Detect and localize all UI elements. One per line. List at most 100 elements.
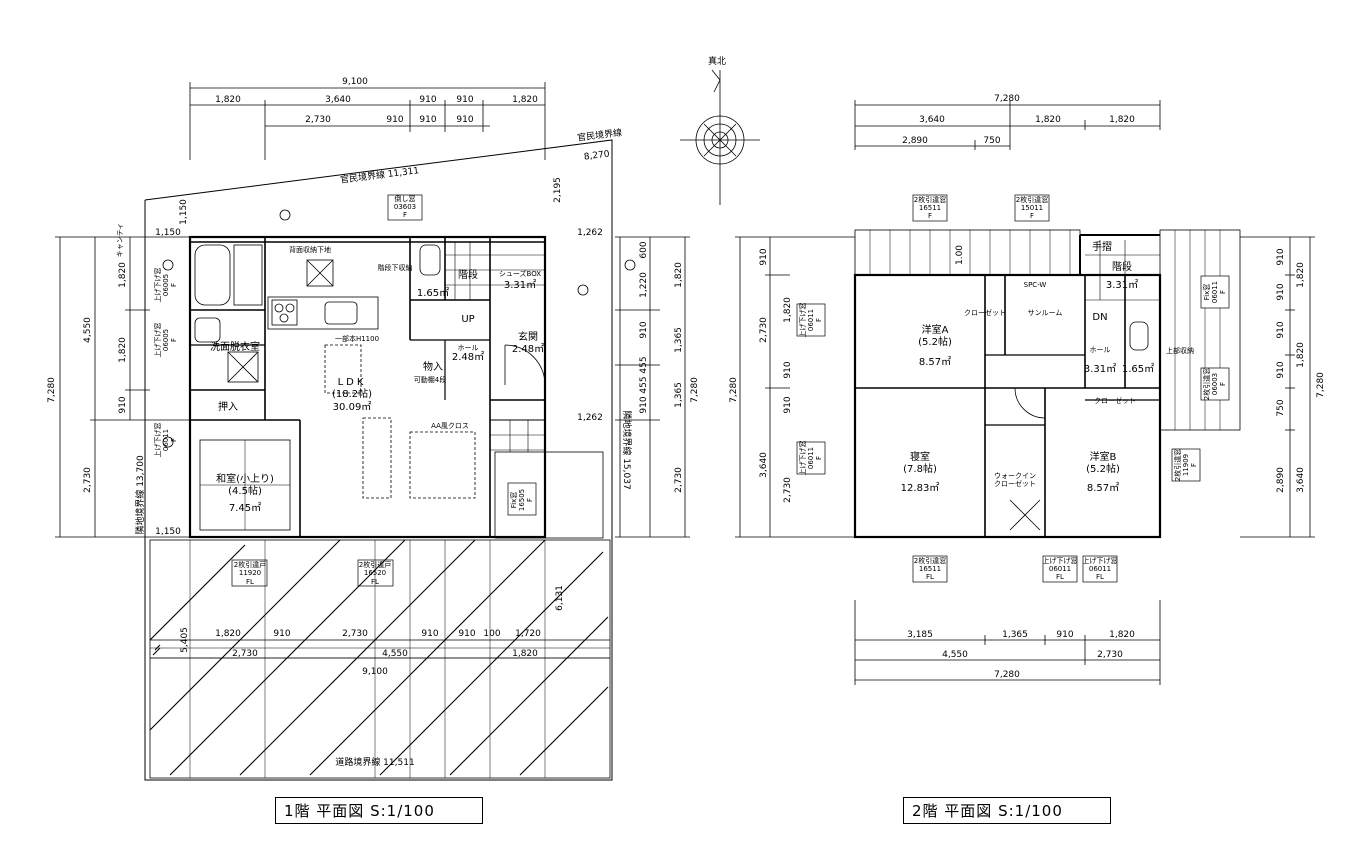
f2-window-9-name: 上げ下げ窓 [1083,556,1118,565]
f1-room-entry-area: 2.48㎡ [512,343,544,355]
dining-table-2 [362,417,392,499]
f1-dim-left-inner-3: 910 [118,396,128,413]
f1-dim-bottom-4: 910 [421,629,438,639]
f1-dim-right-misc-1: 1,262 [577,228,603,238]
f2-dim-left-mid-2: 3,640 [759,452,769,478]
f2-dim-right-mid-3: 3,640 [1296,467,1306,493]
f1-dim-bottom-1: 1,820 [215,629,241,639]
f2-window-8-name: 上げ下げ窓 [1043,556,1078,565]
floor2-toilet [1129,321,1149,351]
f2-window-7-name: 2枚引違窓 [914,556,946,565]
f2-window-0-grade: F [928,212,932,220]
f2-upper-storage: 上部収納 [1166,346,1194,355]
f1-window-0-name: 倒し窓 [395,194,416,203]
f2-room-westB-size: (5.2帖) [1086,462,1120,475]
f2-room-hall-area: 3.31㎡ [1084,363,1116,375]
f1-dim-bottom-total: 9,100 [362,667,388,677]
f1-dim-bottom-2: 910 [273,629,290,639]
f2-window-8-code: 06011 [1049,565,1071,573]
floor1-labels: 9,100 1,820 3,640 910 910 1,820 2,730 91… [47,77,700,768]
f2-room-bedroom-size: (7.8帖) [903,462,937,475]
f2-dim-right-inner-2: 910 [1276,283,1286,300]
f2-room-toilet-area: 1.65㎡ [1122,363,1154,375]
sink [324,301,358,325]
f2-dim-left-inner-5: 2,730 [783,477,793,503]
f2-room-spc: SPC-W [1024,281,1047,289]
f1-dim-top2-3: 910 [419,115,436,125]
f1-dim-right-mid-2: 1,365 [674,327,684,353]
f1-cantilever-label: キャンティ [116,223,124,258]
f1-boundary-bottom: 道路境界線 11,511 [335,756,414,768]
f2-dim-top-total: 7,280 [994,94,1020,104]
f1-window-5-code: 16520 [364,569,386,577]
floor2-plan [735,100,1315,685]
f2-room-westA-size: (5.2帖) [918,335,952,348]
parking-hatch [149,539,609,776]
f2-room-bedroom-area: 12.83㎡ [901,482,940,494]
f1-window-6-code: 16505 [518,489,526,511]
f2-window-2-code: 06011 [807,309,815,331]
f2-window-3-grade: F [815,456,823,460]
f2-room-bedroom: 寝室 [910,450,930,463]
f2-dim-bottom2-2: 2,730 [1097,650,1123,660]
f1-room-up: UP [461,314,474,325]
f2-room-westA-area: 8.57㎡ [919,356,951,368]
f2-window-8-grade: FL [1056,573,1064,581]
f1-dim-top-4: 910 [456,95,473,105]
f2-window-4-code: 06011 [1211,281,1219,303]
sofa [409,431,476,499]
f2-dim-right-inner-1: 910 [1276,248,1286,265]
f2-dim-right-mid-1: 1,820 [1296,262,1306,288]
f1-room-storage: 物入 [423,360,443,373]
f1-window-1-grade: F [170,283,178,287]
f1-dim-left-inner-1: 1,820 [118,262,128,288]
f2-window-9-code: 06011 [1089,565,1111,573]
f2-dim-bottom-3: 910 [1056,630,1073,640]
f1-dim-right-mid-1: 1,820 [674,262,684,288]
f2-window-1-grade: F [1030,212,1034,220]
floor1-toilet [419,244,441,276]
f1-boundary-right: 隣地境界線 15,037 [621,410,633,489]
f1-dim-right-inner-2: 1,220 [639,272,649,298]
f1-window-3-name: 上げ下げ窓 [153,423,162,458]
f2-room-closet-a: クローゼット [964,308,1006,317]
f1-under-storage-label: 背面収納下地 [289,245,331,254]
f1-boundary-topright-val: 8,270 [583,149,610,162]
f2-window-9-grade: FL [1096,573,1104,581]
f1-dim-right-inner-3: 910 [639,321,649,338]
f2-window-0-code: 16511 [919,204,941,212]
floor1-plan [55,82,690,781]
f1-dim-right-inner-4: 455 [639,356,649,373]
f2-dim-left-inner-1: 910 [759,248,769,265]
cooktop [271,299,298,326]
f2-window-6-code: 11909 [1182,454,1190,476]
f1-room-ldk: LDK [338,377,367,388]
f2-dim-top2-1: 2,890 [902,136,928,146]
f1-window-5-name: 2枚引違戸 [359,560,391,569]
f2-veranda-dim: 1.00 [955,245,965,265]
f1-dim-left-total: 7,280 [47,377,57,403]
f2-room-walkin-closet: クローゼット [994,479,1036,488]
f1-room-ldk-size: (18.2帖) [332,387,372,400]
f1-room-washroom: 洗面脱衣室 [210,340,260,353]
f1-dim-right-outer: 7,280 [690,377,700,403]
f1-shelf-label: 可動棚4段 [414,375,446,384]
f2-window-7-grade: FL [926,573,934,581]
f2-room-dn: DN [1092,312,1107,323]
f2-dim-bottom-4: 1,820 [1109,630,1135,640]
f2-room-westA: 洋室A [922,323,949,336]
washing-machine [227,351,259,383]
f1-dim-bottom2-2: 4,550 [382,649,408,659]
f2-dim-right-inner-4: 910 [1276,361,1286,378]
f1-window-6-grade: F [526,498,534,502]
f1-dim-top-1: 1,820 [215,95,241,105]
f2-dim-bottom-total: 7,280 [994,670,1020,680]
f2-window-5-code: 06003 [1211,373,1219,395]
f1-dim-bottom-3: 2,730 [342,629,368,639]
f2-dim-right-outer: 7,280 [1316,372,1326,398]
f1-stairs-storage-label: 階段下収納 [378,263,413,272]
f2-dim-bottom-2: 1,365 [1002,630,1028,640]
f1-dim-left-mid-2: 2,730 [83,467,93,493]
f1-misc-dim-5: 5,405 [180,627,190,653]
f2-room-westB-area: 8.57㎡ [1087,482,1119,494]
